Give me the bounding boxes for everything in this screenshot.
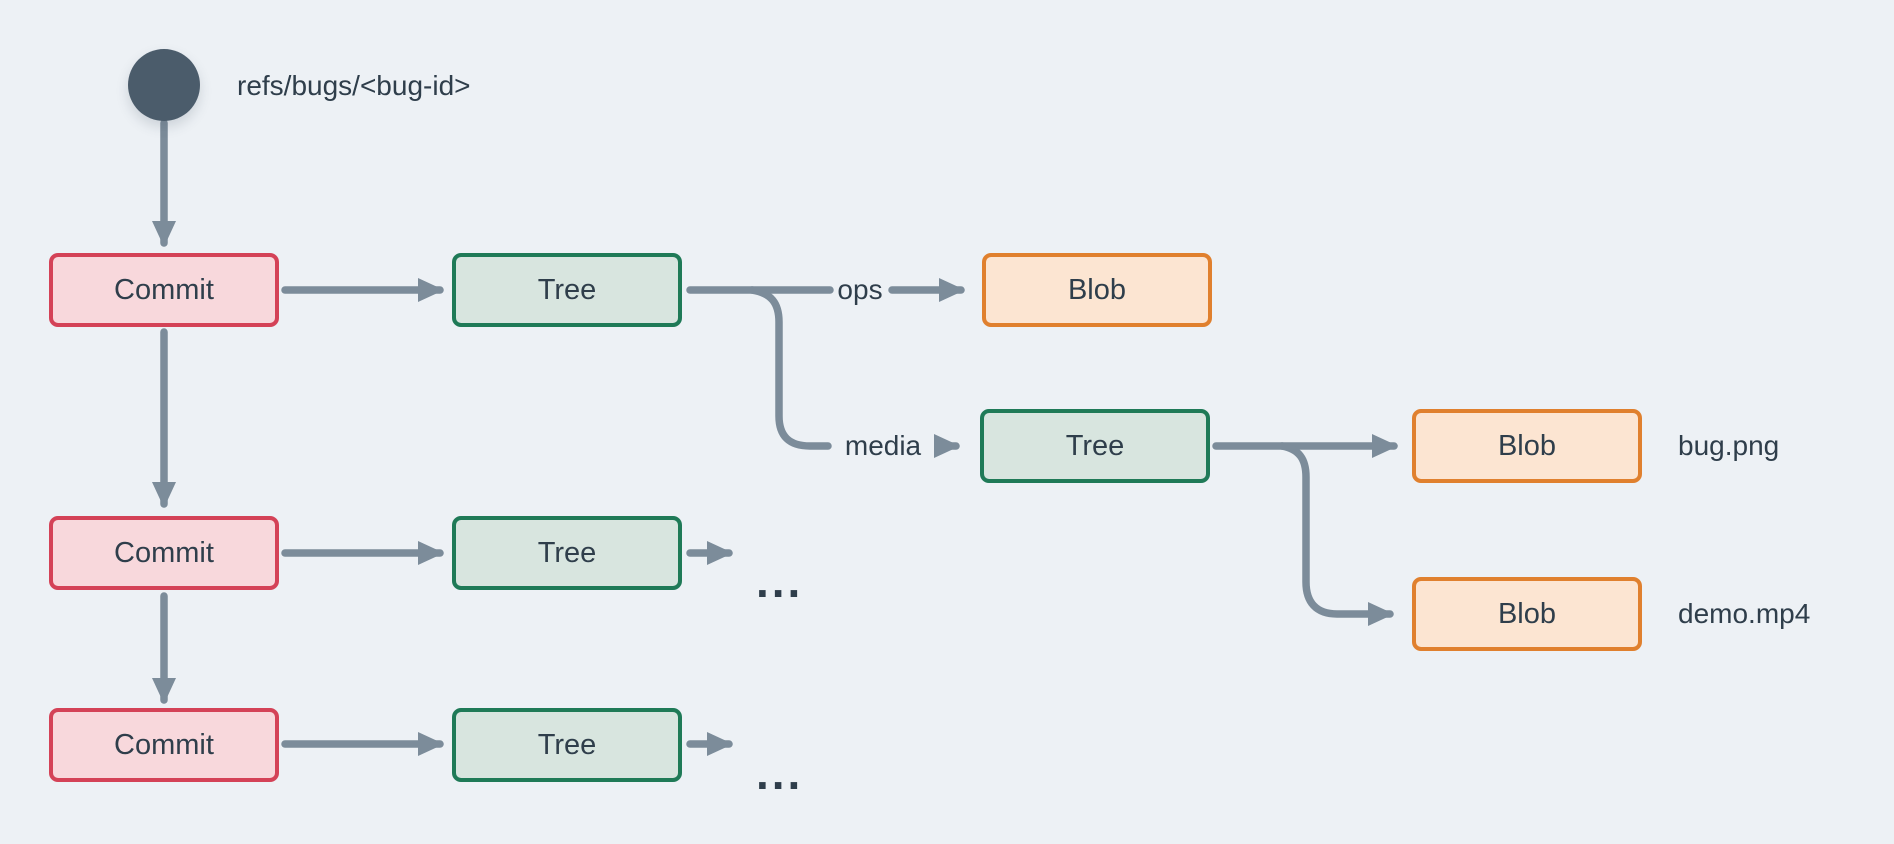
blob-node-ops: Blob [982,253,1212,327]
file-label-bug-png: bug.png [1678,430,1780,461]
edge-label-media: media [844,430,922,461]
blob-node-ops-label: Blob [1067,273,1127,306]
tree-node-2-label: Tree [537,536,597,569]
edge-treemedia-to-blob-demo [1278,442,1394,626]
ref-label: refs/bugs/<bug-id> [237,70,471,101]
commit-node-3: Commit [49,708,279,782]
blob-node-bug: Blob [1412,409,1642,483]
tree-node-3: Tree [452,708,682,782]
commit-node-3-label: Commit [114,728,214,761]
file-label-demo-mp4: demo.mp4 [1678,598,1811,629]
blob-node-demo-label: Blob [1497,597,1557,630]
tree-node-1: Tree [452,253,682,327]
tree-node-media-label: Tree [1065,429,1125,462]
edge-label-ops: ops [837,274,883,305]
tree-node-3-label: Tree [537,728,597,761]
tree-node-2: Tree [452,516,682,590]
commit-node-2: Commit [49,516,279,590]
tree-node-1-label: Tree [537,273,597,306]
edge-tree1-media-branch [748,286,832,450]
tree-node-media: Tree [980,409,1210,483]
commit-node-1: Commit [49,253,279,327]
commit-node-1-label: Commit [114,273,214,306]
ellipsis-row3: ... [756,747,804,799]
ref-node-circle [128,49,200,121]
ellipsis-row2: ... [756,555,804,607]
commit-node-2-label: Commit [114,536,214,569]
blob-node-demo: Blob [1412,577,1642,651]
blob-node-bug-label: Blob [1497,429,1557,462]
